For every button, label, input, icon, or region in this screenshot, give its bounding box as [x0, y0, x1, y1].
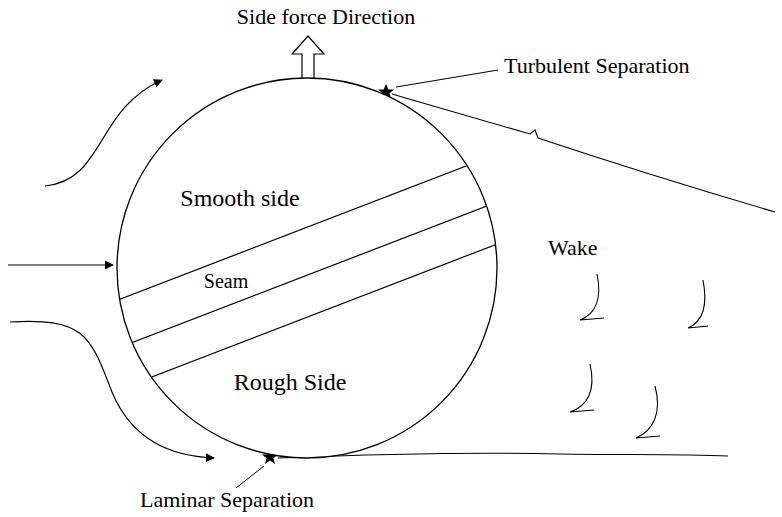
- ball-circle: [117, 78, 497, 458]
- separation-label: Turbulent Separation: [504, 54, 690, 78]
- seam-line: [90, 231, 530, 400]
- side-label: Smooth side: [180, 185, 299, 211]
- wake-eddy: [570, 364, 594, 412]
- wake-eddy: [580, 274, 604, 320]
- separation-label: Laminar Separation: [140, 488, 314, 512]
- wake-eddy: [636, 386, 660, 438]
- leader-line: [236, 466, 264, 488]
- ball-shape: [116, 77, 498, 459]
- seam-line: [90, 189, 530, 358]
- wake-eddy: [688, 280, 708, 328]
- seam-label: Seam: [204, 270, 248, 292]
- force-label: Side force Direction: [237, 5, 415, 29]
- wake-label: Wake: [548, 236, 598, 260]
- leader-line: [396, 70, 498, 87]
- flow-arrow: [8, 264, 113, 265]
- ball-outline: Smooth sideSeamRough Side: [116, 77, 498, 459]
- side-label: Rough Side: [234, 369, 347, 395]
- seam-line: [90, 141, 530, 310]
